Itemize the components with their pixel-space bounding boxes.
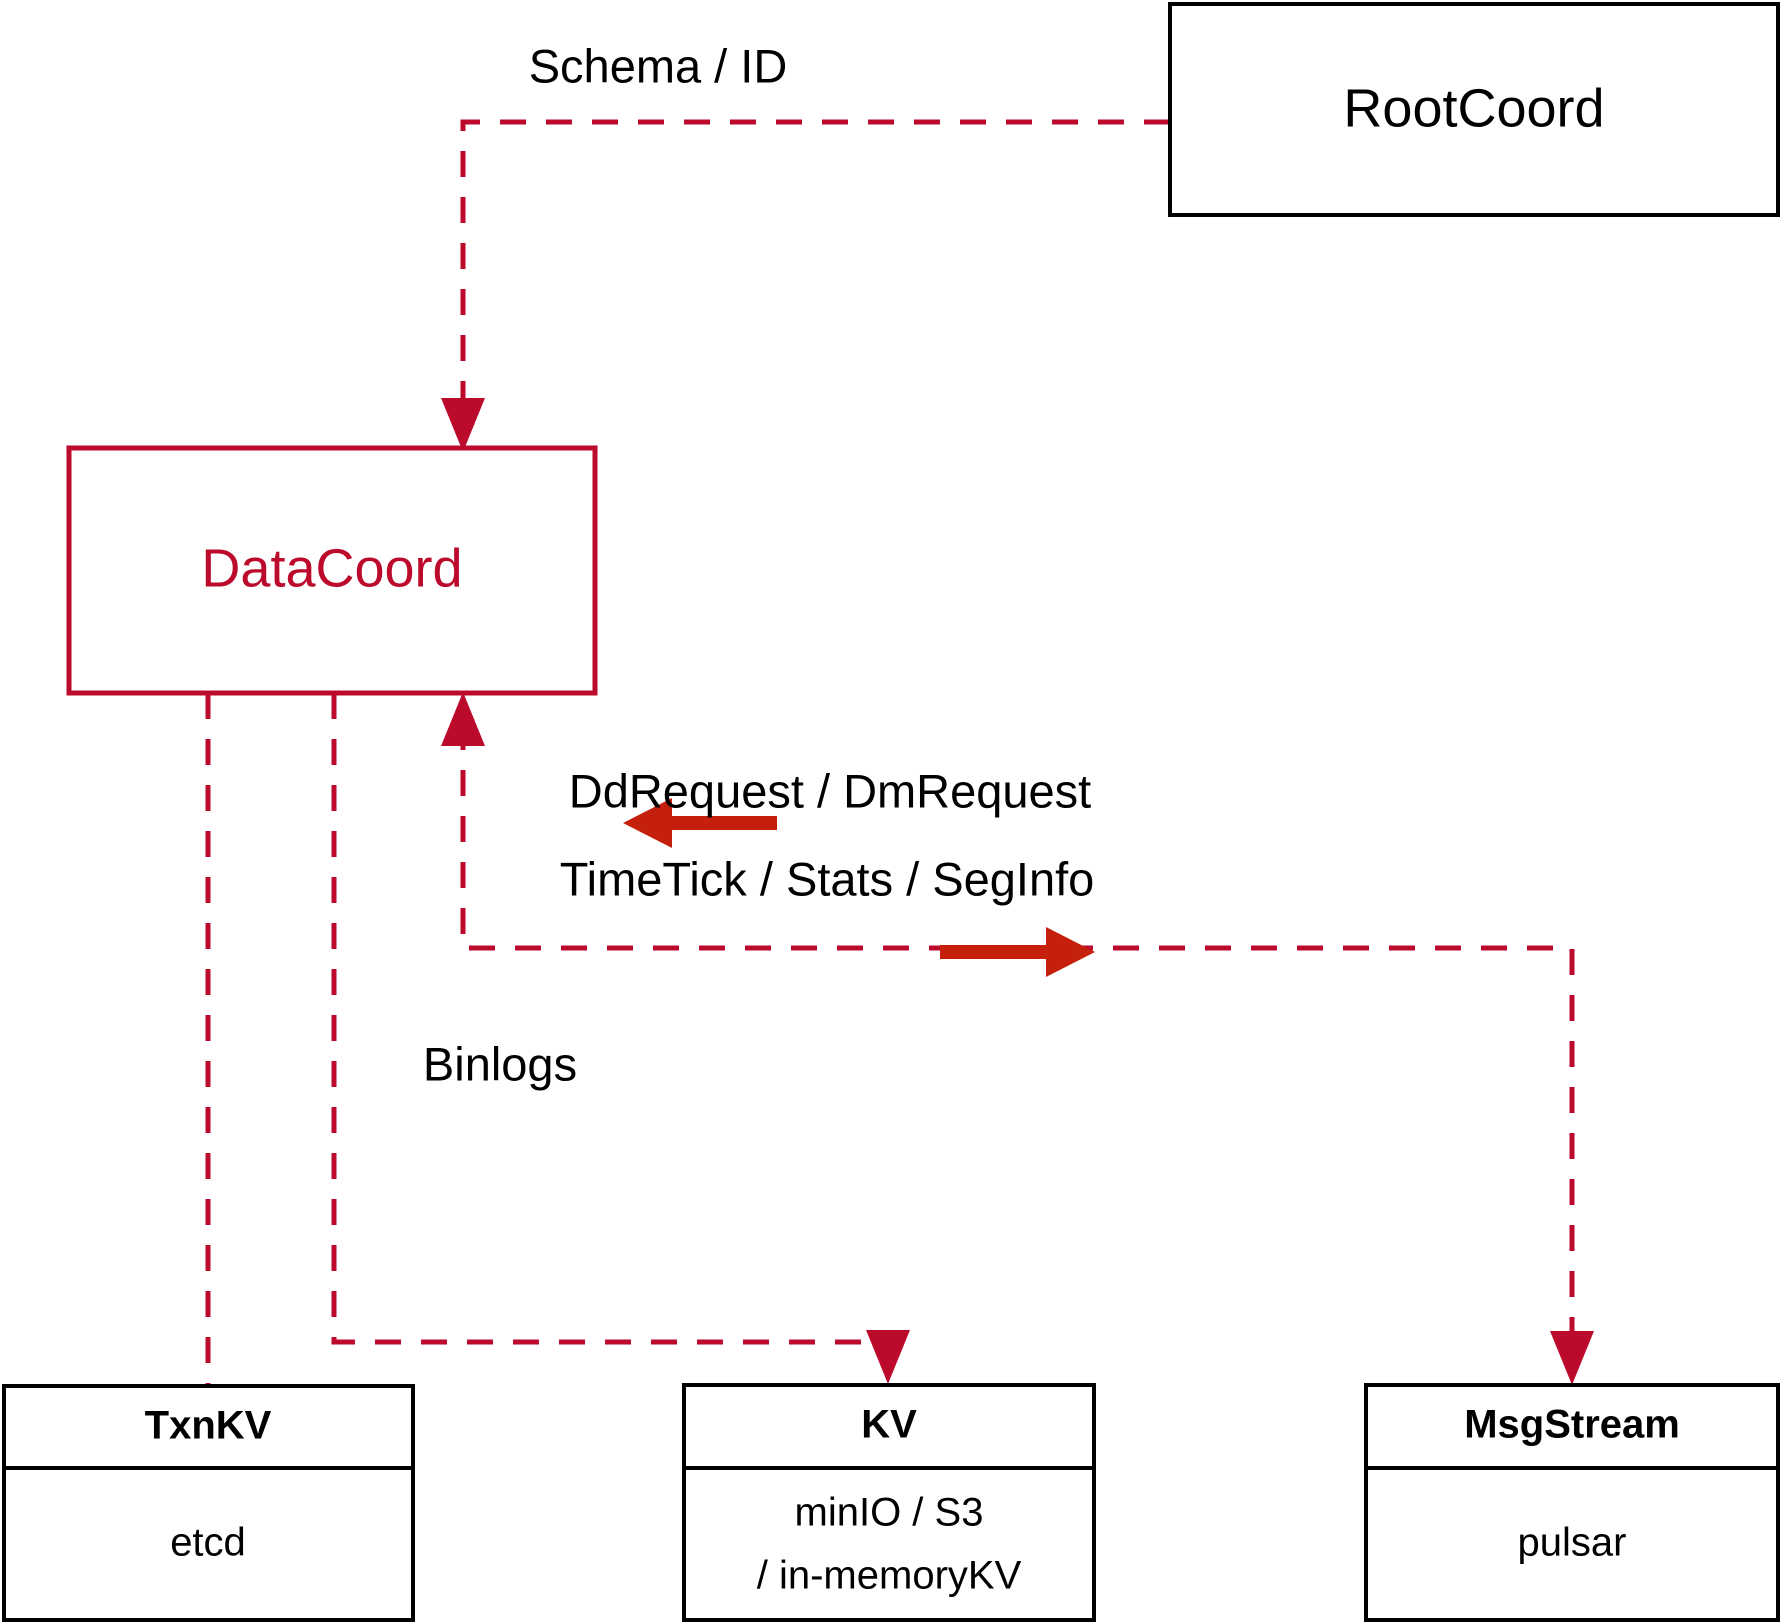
node-txnkv[interactable]: TxnKV etcd (2, 1384, 415, 1622)
node-kv-subtitle-line-1: minIO / S3 (795, 1491, 984, 1535)
node-txnkv-subtitle: etcd (170, 1521, 246, 1565)
node-kv-box[interactable] (682, 1383, 1096, 1622)
connector-datacoord-msgstream-loop (460, 724, 1575, 1355)
node-msgstream-title: MsgStream (1464, 1403, 1680, 1447)
node-kv-title: KV (861, 1403, 917, 1447)
solid-arrow-right-timetick (940, 927, 1095, 977)
node-kv-subtitle-line-2: / in-memoryKV (757, 1554, 1022, 1598)
node-kv[interactable]: KV minIO / S3 / in-memoryKV (682, 1383, 1096, 1622)
edge-label-binlogs: Binlogs (423, 1037, 577, 1090)
connector-rootcoord-to-datacoord (460, 119, 1170, 420)
node-txnkv-box[interactable] (2, 1384, 415, 1622)
arrowhead-into-datacoord (441, 398, 485, 452)
arrowhead-into-datacoord-bottom (441, 692, 485, 746)
node-rootcoord-box[interactable] (1168, 2, 1780, 217)
solid-arrow-left-ddrequest (623, 798, 777, 848)
edge-label-timetick-stats-seginfo: TimeTick / Stats / SegInfo (560, 852, 1095, 905)
arrowhead-into-msgstream (1550, 1331, 1594, 1385)
node-msgstream-subtitle: pulsar (1518, 1521, 1627, 1565)
edge-label-ddrequest-dmrequest: DdRequest / DmRequest (569, 764, 1091, 817)
node-rootcoord[interactable]: RootCoord (1168, 2, 1780, 217)
arrowhead-into-kv (866, 1330, 910, 1384)
node-datacoord-box[interactable] (66, 445, 598, 696)
node-msgstream[interactable]: MsgStream pulsar (1364, 1383, 1780, 1622)
node-msgstream-box[interactable] (1364, 1383, 1780, 1622)
edge-label-schema-id: Schema / ID (529, 39, 788, 92)
node-datacoord-title: DataCoord (201, 538, 462, 598)
node-txnkv-title: TxnKV (145, 1404, 272, 1448)
node-datacoord[interactable]: DataCoord (66, 445, 598, 696)
node-rootcoord-title: RootCoord (1343, 78, 1604, 138)
